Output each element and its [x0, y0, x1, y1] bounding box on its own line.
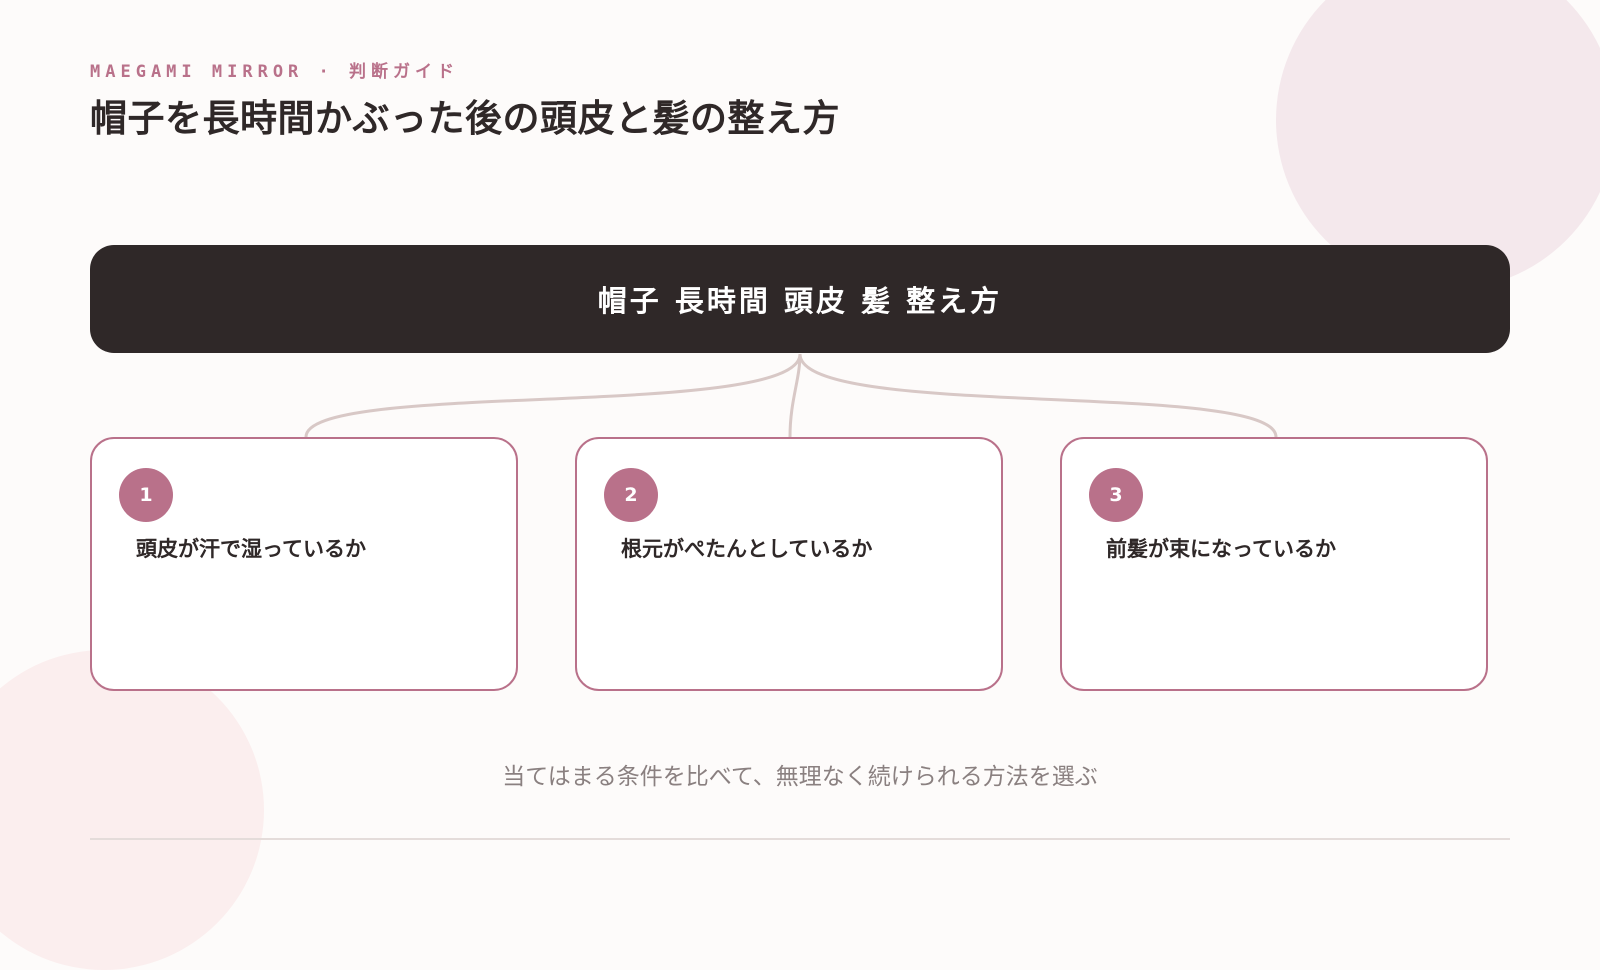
- root-node-label: 帽子 長時間 頭皮 髪 整え方: [597, 284, 1003, 318]
- branch-card-3: 3 前髪が束になっているか: [1060, 437, 1488, 691]
- branch-number-badge: 1: [119, 468, 173, 522]
- branch-card-2: 2 根元がぺたんとしているか: [575, 437, 1003, 691]
- branch-card-1: 1 頭皮が汗で湿っているか: [90, 437, 518, 691]
- branch-label: 頭皮が汗で湿っているか: [136, 537, 366, 561]
- branch-label: 根元がぺたんとしているか: [621, 537, 873, 561]
- branch-number-badge: 3: [1089, 468, 1143, 522]
- connector-to-branch-3: [798, 353, 1278, 438]
- connector-to-branch-2: [788, 353, 802, 438]
- root-node: 帽子 長時間 頭皮 髪 整え方: [90, 245, 1510, 353]
- page-title: 帽子を長時間かぶった後の頭皮と髪の整え方: [90, 97, 840, 140]
- decorative-circle-top-right: [1276, 0, 1600, 290]
- connector-to-branch-1: [304, 353, 802, 438]
- footer-divider: [90, 838, 1510, 840]
- branch-label: 前髪が束になっているか: [1106, 537, 1336, 561]
- branch-number-badge: 2: [604, 468, 658, 522]
- footer-note: 当てはまる条件を比べて、無理なく続けられる方法を選ぶ: [502, 764, 1098, 790]
- decorative-circle-bottom-left: [0, 650, 264, 970]
- eyebrow-label: MAEGAMI MIRROR · 判断ガイド: [90, 62, 459, 82]
